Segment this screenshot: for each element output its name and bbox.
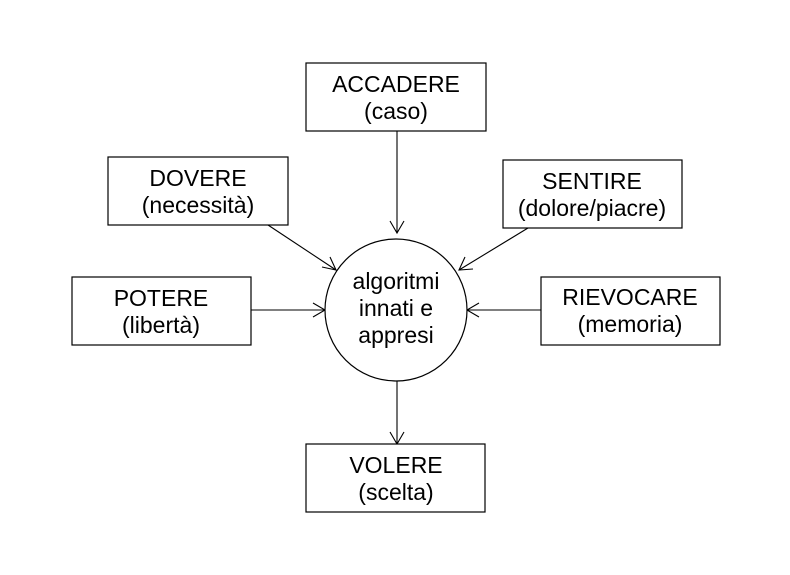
edges <box>251 131 541 446</box>
center-line-3: appresi <box>358 322 433 348</box>
center-line-2: innati e <box>359 295 433 321</box>
node-rievocare-subtitle: (memoria) <box>578 311 683 337</box>
node-sentire-subtitle: (dolore/piacre) <box>518 195 666 221</box>
center-circle <box>324 238 468 382</box>
arrow-potere-to-center <box>251 302 327 318</box>
center-line-1: algoritmi <box>353 268 440 294</box>
node-potere: POTERE (libertà) <box>71 276 252 346</box>
arrow-sentire-to-center <box>458 227 529 271</box>
node-volere: VOLERE (scelta) <box>305 443 486 513</box>
node-sentire-box <box>502 159 683 229</box>
node-volere-title: VOLERE <box>349 452 442 478</box>
node-potere-box <box>71 276 252 346</box>
node-potere-title: POTERE <box>114 285 209 311</box>
node-rievocare: RIEVOCARE (memoria) <box>540 276 721 346</box>
node-dovere-subtitle: (necessità) <box>142 192 254 218</box>
node-rievocare-title: RIEVOCARE <box>562 284 697 310</box>
arrow-dovere-to-center <box>267 224 337 271</box>
node-rievocare-box <box>540 276 721 346</box>
node-sentire: SENTIRE (dolore/piacre) <box>502 159 683 229</box>
node-accadere-subtitle: (caso) <box>364 98 428 124</box>
node-accadere-title: ACCADERE <box>332 71 460 97</box>
arrow-rievocare-to-center <box>465 302 541 318</box>
node-accadere: ACCADERE (caso) <box>305 62 487 132</box>
node-sentire-title: SENTIRE <box>542 168 642 194</box>
center-node: algoritmi innati e appresi <box>324 238 468 382</box>
arrow-center-to-volere <box>389 380 405 446</box>
node-dovere-title: DOVERE <box>149 165 246 191</box>
node-dovere: DOVERE (necessità) <box>107 156 289 226</box>
node-volere-box <box>305 443 486 513</box>
node-volere-subtitle: (scelta) <box>358 479 433 505</box>
node-dovere-box <box>107 156 289 226</box>
node-accadere-box <box>305 62 487 132</box>
arrow-accadere-to-center <box>389 131 405 235</box>
node-potere-subtitle: (libertà) <box>122 312 200 338</box>
